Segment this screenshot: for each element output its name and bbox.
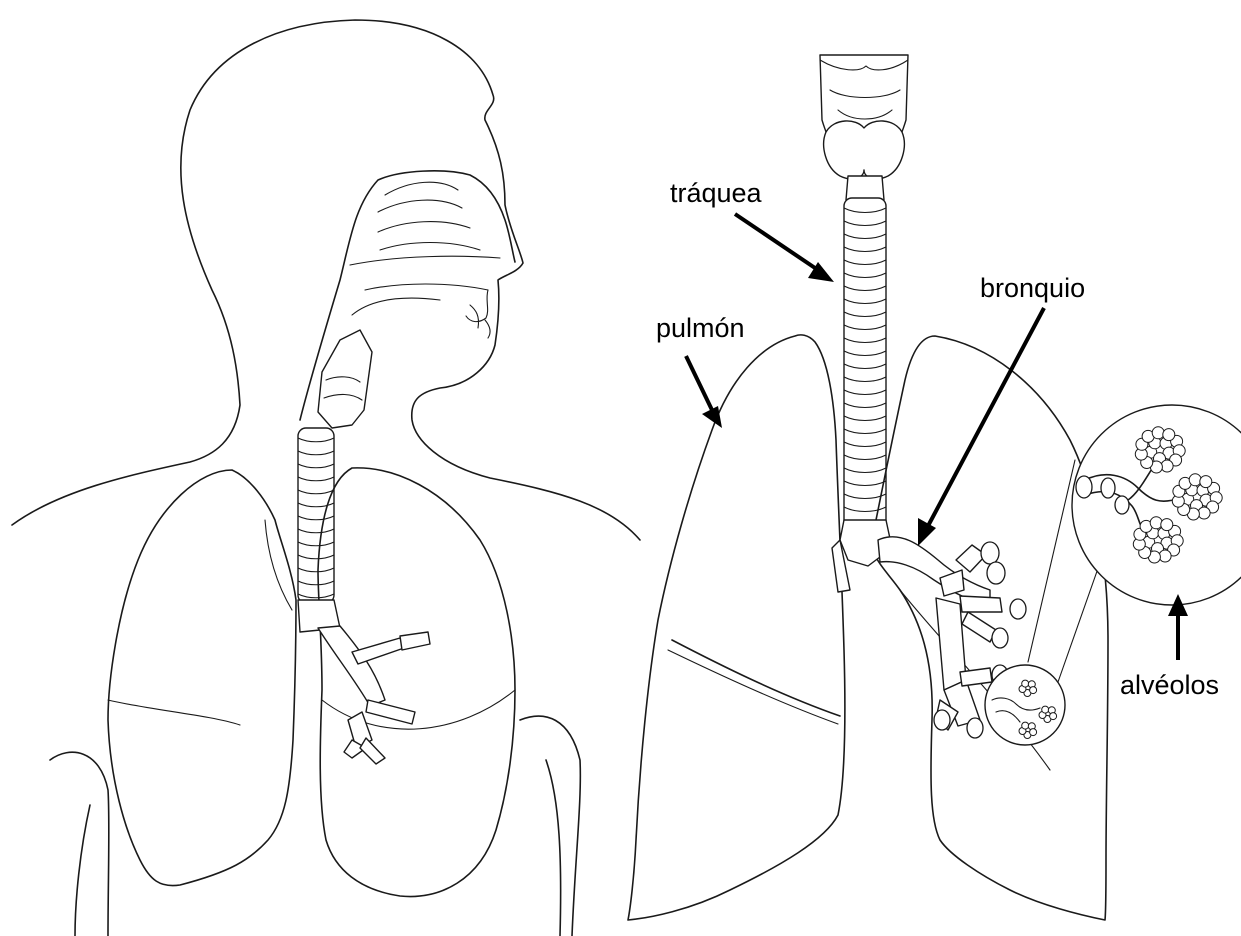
left-trachea: [298, 428, 334, 603]
left-lung-left-side: [318, 468, 515, 897]
right-lung-a: [628, 335, 845, 920]
thyroid: [824, 121, 905, 179]
lung-arrow: [686, 356, 722, 428]
bronchus-label: bronquio: [980, 273, 1085, 303]
left-bronchi: [298, 600, 430, 764]
lung-label: pulmón: [656, 313, 745, 343]
trachea-arrow: [735, 214, 834, 282]
left-figure: [12, 20, 640, 936]
bronchus-arrow: [918, 308, 1044, 546]
right-trachea: [844, 198, 886, 528]
larynx: [318, 330, 372, 428]
alveoli-label: alvéolos: [1120, 670, 1219, 700]
left-lung-right-side: [108, 470, 296, 886]
trachea-label: tráquea: [670, 178, 763, 208]
